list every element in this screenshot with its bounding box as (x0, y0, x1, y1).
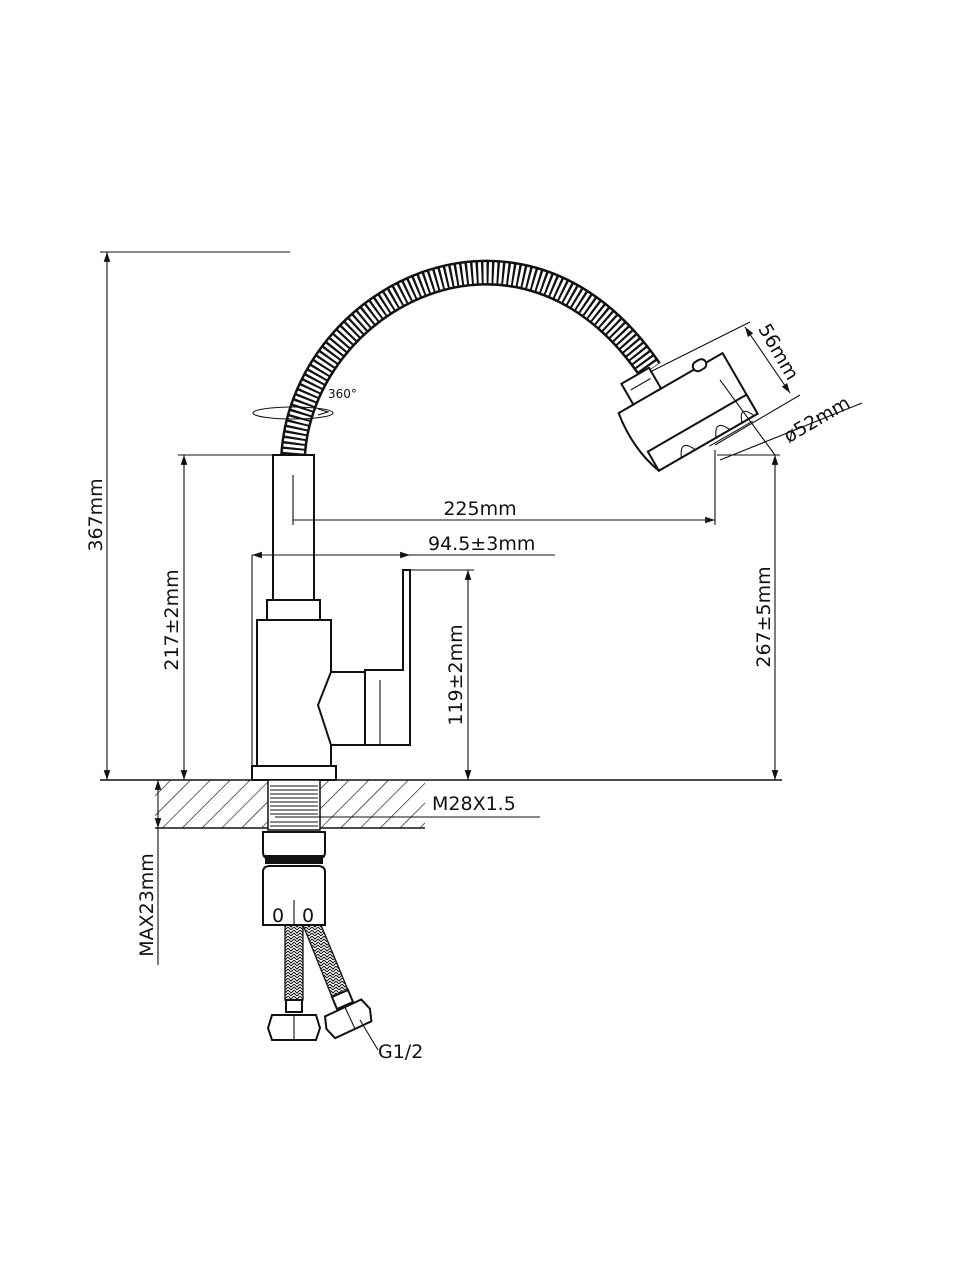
spout-height-label: 217±2mm (161, 569, 183, 670)
hose-leader (359, 1019, 379, 1051)
head-length-label: 56mm (753, 320, 803, 384)
handle-connector (316, 671, 366, 746)
mounting-nut (262, 831, 326, 859)
thread-label: M28X1.5 (432, 793, 516, 815)
dimension-total-height: 367mm (85, 251, 290, 780)
collar (266, 599, 321, 621)
rotation-label: 360° (328, 387, 357, 401)
reach-label: 225mm (443, 498, 516, 520)
dimension-reach: 225mm (293, 450, 716, 525)
dimension-outlet-height: 267±5mm (717, 454, 780, 780)
flexible-hose (280, 259, 661, 459)
hose-connection-label: G1/2 (378, 1041, 423, 1063)
dimension-handle-reach: 94.5±3mm (251, 533, 555, 766)
rotation-indicator: 360° (252, 387, 357, 420)
dimension-thread: M28X1.5 (275, 793, 540, 818)
mark-left: 0 (272, 905, 284, 927)
max-counter-label: MAX23mm (136, 853, 158, 957)
dimension-handle-height: 119±2mm (405, 569, 474, 780)
mark-right: 0 (302, 905, 314, 927)
handle-lever (364, 569, 411, 746)
ring (265, 855, 323, 864)
base-plate (251, 765, 337, 781)
dimension-max-counter: MAX23mm (136, 780, 162, 965)
spray-head (617, 351, 759, 473)
supply-hoses (266, 924, 373, 1041)
faucet-body (256, 619, 332, 767)
countertop-section (155, 779, 425, 831)
handle-reach-label: 94.5±3mm (428, 533, 535, 555)
inlet-block (262, 865, 326, 926)
total-height-label: 367mm (85, 478, 107, 551)
outlet-height-label: 267±5mm (753, 566, 775, 667)
handle-height-label: 119±2mm (445, 624, 467, 725)
